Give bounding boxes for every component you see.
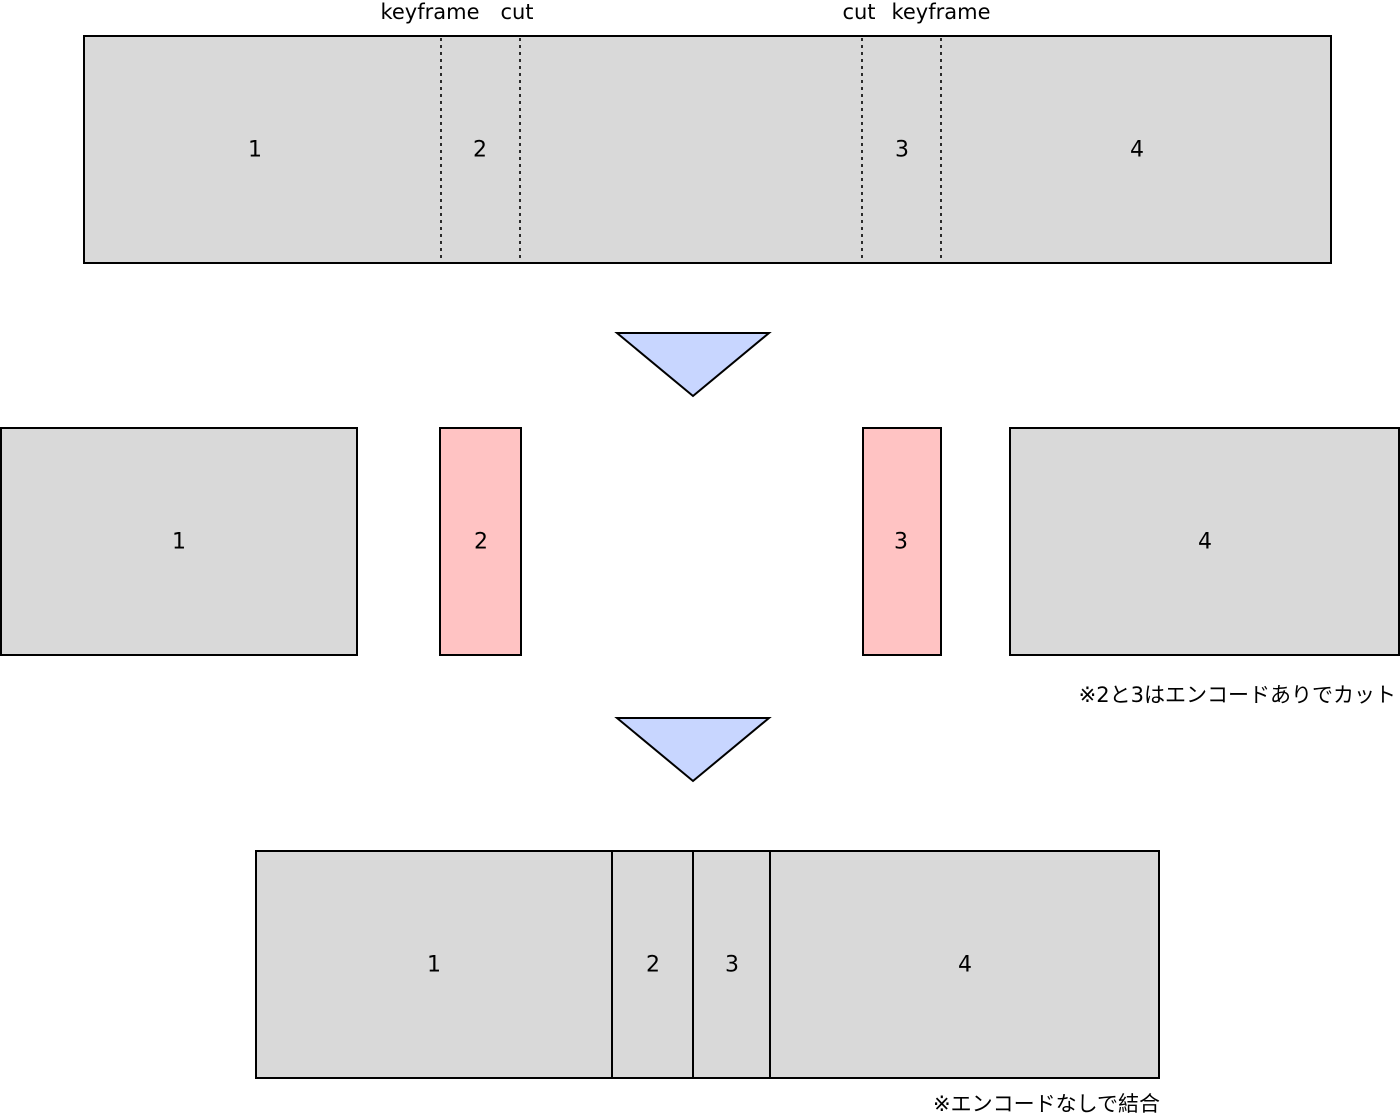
bottom-segment-1-label: 1	[427, 953, 441, 978]
top-row: keyframe cut cut keyframe 1 2 3 4	[83, 0, 1332, 264]
middle-segment-1	[0, 427, 358, 656]
bottom-segment-4-label: 4	[958, 953, 972, 978]
middle-segment-4	[1009, 427, 1400, 656]
top-stream-bar	[83, 35, 1332, 264]
down-arrow-2	[614, 717, 772, 783]
merge-note: ※エンコードなしで結合	[933, 1092, 1160, 1115]
top-segment-1-label: 1	[248, 138, 262, 163]
middle-segment-2	[439, 427, 522, 656]
down-arrow-1	[614, 332, 772, 398]
middle-segment-4-label: 4	[1198, 530, 1212, 555]
middle-row: 1 2 3 4 ※2と3はエンコードありでカット	[0, 427, 1400, 707]
encode-cut-note: ※2と3はエンコードありでカット	[1079, 683, 1396, 707]
top-segment-2-label: 2	[473, 138, 487, 163]
bottom-row: 1 2 3 4 ※エンコードなしで結合	[255, 850, 1160, 1115]
middle-segment-3	[862, 427, 942, 656]
top-segment-4-label: 4	[1130, 138, 1144, 163]
cut-label-right: cut	[842, 0, 875, 24]
cut-label-left: cut	[500, 0, 533, 24]
keyframe-label-right: keyframe	[891, 0, 990, 24]
middle-segment-3-label: 3	[894, 530, 908, 555]
keyframe-label-left: keyframe	[380, 0, 479, 24]
bottom-segment-2-label: 2	[646, 953, 660, 978]
top-segment-3-label: 3	[895, 138, 909, 163]
middle-segment-2-label: 2	[474, 530, 488, 555]
bottom-merged-bar	[255, 850, 1160, 1079]
middle-segment-1-label: 1	[172, 530, 186, 555]
bottom-segment-3-label: 3	[725, 953, 739, 978]
